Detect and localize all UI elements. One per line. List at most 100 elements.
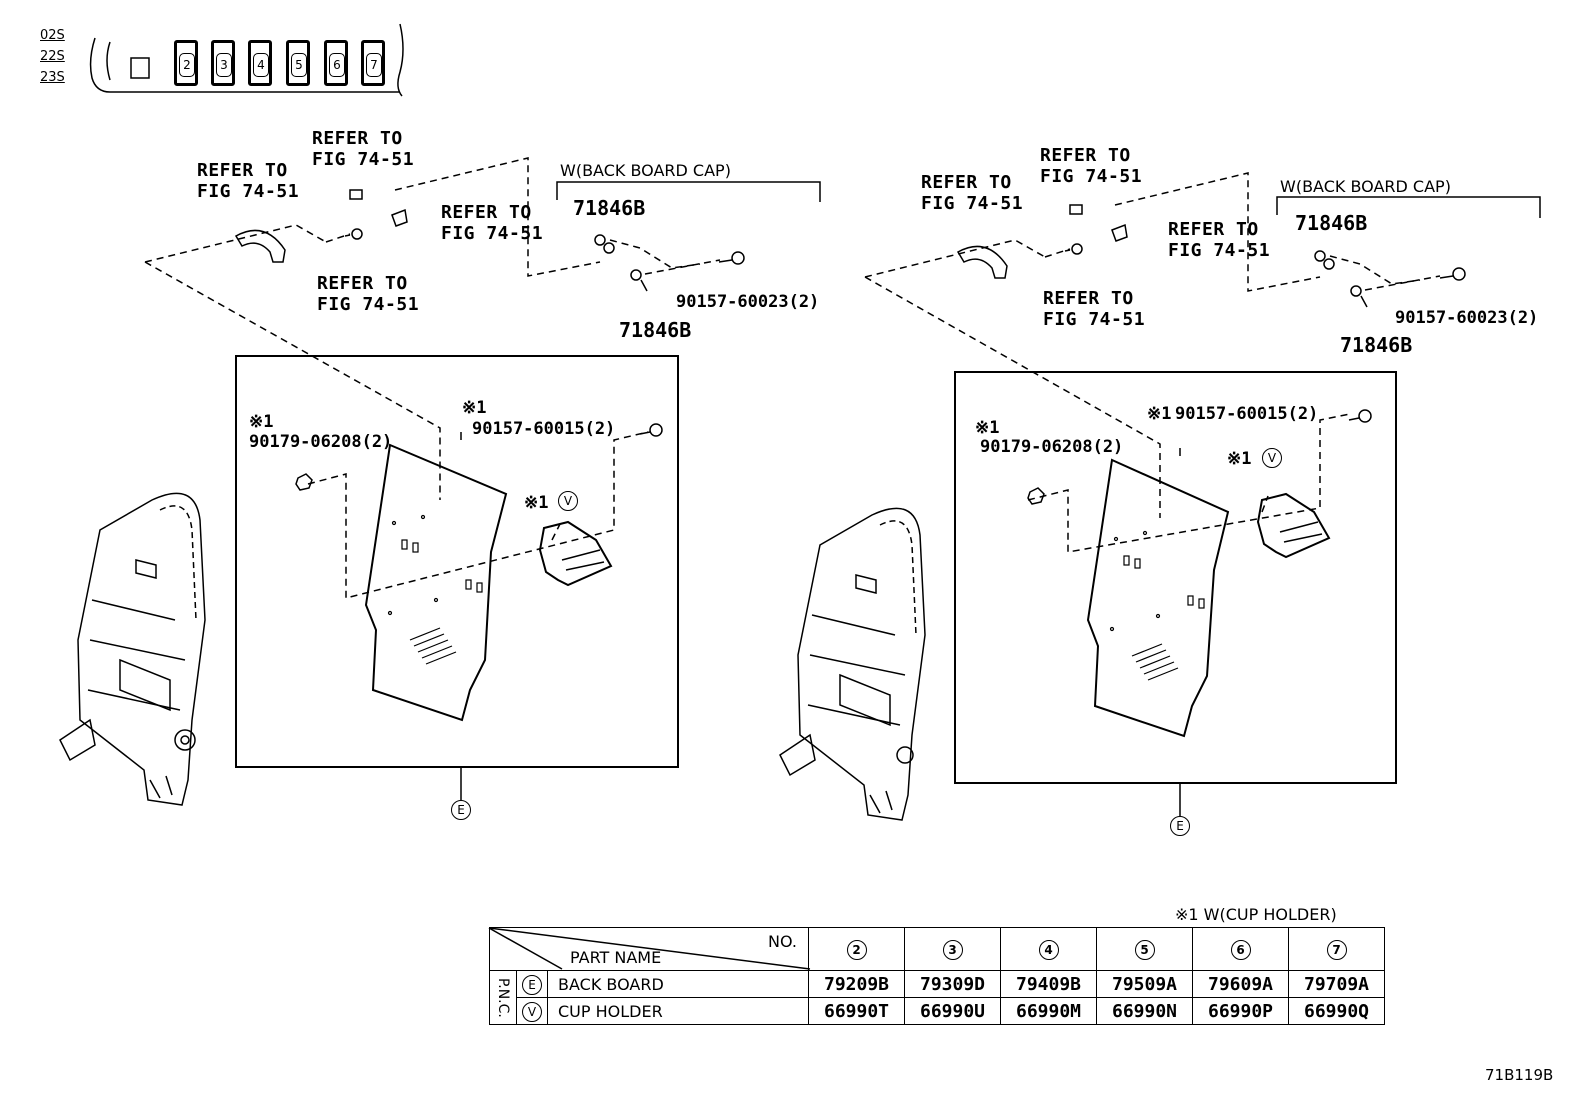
table-cell: 79709A bbox=[1288, 970, 1385, 998]
table-cell: 66990U bbox=[904, 997, 1001, 1025]
model-col-box-5: 5 bbox=[286, 40, 310, 86]
cup-holder-note: ※1 W(CUP HOLDER) bbox=[1175, 905, 1337, 924]
table-cell: 66990Q bbox=[1288, 997, 1385, 1025]
table-col-3: 3 bbox=[904, 927, 1001, 971]
table-cell: 66990N bbox=[1096, 997, 1193, 1025]
left-cap-part-bottom: 71846B bbox=[619, 318, 692, 342]
right-nut bbox=[1027, 487, 1045, 505]
right-nut-part: 90179-06208(2) bbox=[980, 437, 1124, 457]
right-cup-holder bbox=[1256, 492, 1331, 559]
model-code-2: 22S bbox=[40, 49, 65, 64]
left-back-board bbox=[364, 443, 508, 722]
right-back-board bbox=[1086, 458, 1230, 738]
right-mark-nut: ※1 bbox=[975, 418, 1000, 438]
parts-table: NO. PART NAME 2 3 4 5 6 7 P.N.C. E BACK … bbox=[489, 927, 1385, 1025]
table-cell: 79509A bbox=[1096, 970, 1193, 998]
table-col-2: 2 bbox=[808, 927, 905, 971]
right-cap-part-bottom: 71846B bbox=[1340, 333, 1413, 357]
table-pnc-label: P.N.C. bbox=[495, 977, 511, 1018]
right-screw-part bbox=[1439, 267, 1466, 281]
left-mark-screw: ※1 bbox=[462, 398, 487, 418]
left-mark-cup: ※1 bbox=[524, 493, 549, 513]
table-cell: 79209B bbox=[808, 970, 905, 998]
right-dashed-leaders bbox=[864, 172, 1441, 553]
table-row-code: E bbox=[516, 970, 548, 998]
model-col-box-3: 3 bbox=[211, 40, 235, 86]
table-part-name-label: PART NAME bbox=[570, 948, 662, 967]
diagram-code: 71B119B bbox=[1485, 1066, 1554, 1084]
model-code-1: 02S bbox=[40, 28, 65, 43]
left-cup-code: V bbox=[558, 491, 578, 511]
right-screw-board-part: 90157-60015(2) bbox=[1175, 404, 1319, 424]
right-seat-frame bbox=[779, 507, 926, 821]
table-col-6: 6 bbox=[1192, 927, 1289, 971]
table-col-4: 4 bbox=[1000, 927, 1097, 971]
right-cap-label: W(BACK BOARD CAP) bbox=[1280, 177, 1451, 196]
table-no-label: NO. bbox=[768, 932, 797, 951]
left-assembly bbox=[59, 157, 821, 806]
right-clip-part bbox=[1069, 204, 1083, 215]
table-row-code: V bbox=[516, 997, 548, 1025]
right-bolt-part bbox=[1064, 243, 1083, 255]
left-cap-bracket bbox=[556, 181, 821, 202]
right-board-code: E bbox=[1170, 816, 1190, 836]
table-row-name: BACK BOARD bbox=[547, 970, 809, 998]
left-seat-frame bbox=[59, 492, 206, 806]
table-col-5: 5 bbox=[1096, 927, 1193, 971]
right-mark-screw: ※1 bbox=[1147, 404, 1172, 424]
table-cell: 66990M bbox=[1000, 997, 1097, 1025]
right-board-box bbox=[954, 371, 1397, 784]
right-handle-part bbox=[956, 245, 1008, 279]
right-screw-board bbox=[1348, 409, 1372, 423]
right-board-holes bbox=[1109, 530, 1205, 681]
left-dashed-leaders bbox=[144, 157, 721, 599]
table-cell: 66990P bbox=[1192, 997, 1289, 1025]
model-col-box-7: 7 bbox=[361, 40, 385, 86]
model-header-frame bbox=[89, 23, 404, 97]
left-cup-holder bbox=[538, 520, 613, 587]
right-cup-code: V bbox=[1262, 448, 1282, 468]
left-bolt-part bbox=[344, 228, 363, 240]
right-cap-bracket bbox=[1276, 196, 1541, 218]
table-cell: 79609A bbox=[1192, 970, 1289, 998]
left-board-holes bbox=[387, 514, 483, 665]
model-col-box-2: 2 bbox=[174, 40, 198, 86]
left-board-box bbox=[235, 355, 679, 768]
table-row-name: CUP HOLDER bbox=[547, 997, 809, 1025]
right-mark-cup: ※1 bbox=[1227, 449, 1252, 469]
model-code-3: 23S bbox=[40, 70, 65, 85]
model-col-box-6: 6 bbox=[324, 40, 348, 86]
table-row: P.N.C. E BACK BOARD 79209B 79309D 79409B… bbox=[489, 970, 1385, 1025]
left-cap-label: W(BACK BOARD CAP) bbox=[560, 161, 731, 180]
table-row: V CUP HOLDER 66990T 66990U 66990M 66990N… bbox=[490, 997, 1385, 1025]
model-col-box-4: 4 bbox=[248, 40, 272, 86]
table-cell: 79309D bbox=[904, 970, 1001, 998]
left-cap-part-top: 71846B bbox=[573, 196, 646, 220]
left-screw-cap-part: 90157-60023(2) bbox=[676, 292, 820, 312]
right-assembly bbox=[779, 172, 1541, 821]
table-pnc-cell: P.N.C. bbox=[489, 970, 517, 1025]
left-mark-nut: ※1 bbox=[249, 412, 274, 432]
table-header-cell: NO. PART NAME bbox=[489, 927, 809, 971]
left-board-code: E bbox=[451, 800, 471, 820]
table-col-7: 7 bbox=[1288, 927, 1385, 971]
left-screw-part bbox=[718, 251, 745, 265]
table-cell: 66990T bbox=[808, 997, 905, 1025]
table-cell: 79409B bbox=[1000, 970, 1097, 998]
left-nut-part: 90179-06208(2) bbox=[249, 432, 393, 452]
right-cap-part-top: 71846B bbox=[1295, 211, 1368, 235]
left-clip-part bbox=[349, 189, 363, 200]
left-screw-board-part: 90157-60015(2) bbox=[472, 419, 616, 439]
left-handle-part bbox=[234, 229, 286, 263]
left-nut bbox=[295, 473, 313, 491]
left-screw-board bbox=[639, 423, 663, 437]
